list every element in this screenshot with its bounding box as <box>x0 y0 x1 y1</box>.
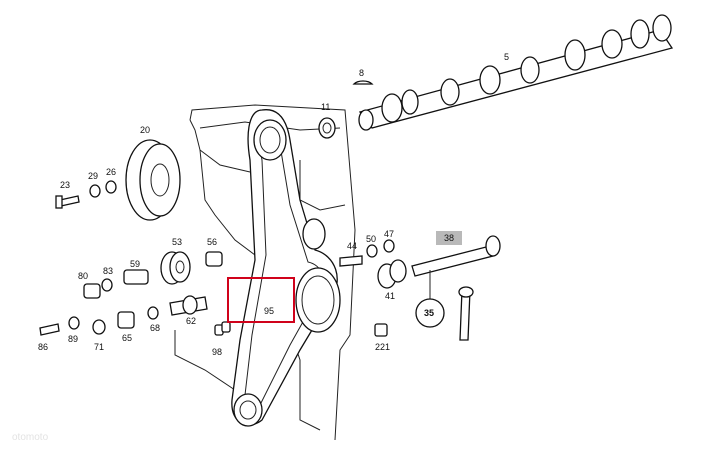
label-23: 23 <box>60 180 70 190</box>
bolt-86 <box>39 323 60 336</box>
label-44: 44 <box>347 241 357 251</box>
label-62: 62 <box>186 316 196 326</box>
camshaft <box>358 14 674 131</box>
label-86: 86 <box>38 342 48 352</box>
label-11: 11 <box>321 102 330 112</box>
callout-35: 35 <box>415 298 445 328</box>
seal-ring <box>318 117 336 139</box>
bolt-221 <box>374 323 388 337</box>
bolt-23 <box>55 195 80 209</box>
idler-sprocket <box>302 218 326 250</box>
label-98: 98 <box>212 347 222 357</box>
label-41: 41 <box>385 291 395 301</box>
label-68: 68 <box>150 323 160 333</box>
label-89: 89 <box>68 334 78 344</box>
label-47: 47 <box>384 229 394 239</box>
label-35: 35 <box>424 308 434 318</box>
ring-71 <box>92 319 106 335</box>
tensioner-wheel <box>295 267 341 333</box>
camshaft-sprocket <box>253 119 287 161</box>
label-95: 95 <box>264 306 274 316</box>
drive-shaft-38 <box>411 235 501 277</box>
bushing-65 <box>117 311 135 329</box>
watermark: otomoto <box>12 432 49 443</box>
label-53: 53 <box>172 237 182 247</box>
label-5: 5 <box>504 52 509 62</box>
housing-41 <box>377 259 407 289</box>
label-38-background <box>436 231 462 245</box>
woodruff-key <box>352 80 374 85</box>
shaft-62 <box>169 295 208 316</box>
washer-89 <box>68 316 80 330</box>
chain-link-98 <box>214 321 231 336</box>
bolt-44 <box>339 255 363 267</box>
label-59: 59 <box>130 259 140 269</box>
washer-47 <box>383 239 395 253</box>
timing-chain <box>231 109 338 426</box>
label-65: 65 <box>122 333 132 343</box>
label-38: 38 <box>444 233 454 243</box>
gear-53 <box>160 251 191 285</box>
label-83: 83 <box>103 266 113 276</box>
highlight-box <box>227 277 295 323</box>
washer-26 <box>105 180 117 194</box>
label-8: 8 <box>359 68 364 78</box>
label-26: 26 <box>106 167 116 177</box>
highlight-95: 95 <box>227 277 295 323</box>
washer-29 <box>89 184 101 198</box>
sleeve-56 <box>205 251 223 267</box>
label-38-box: 38 <box>436 231 462 245</box>
bushing-59 <box>123 269 149 285</box>
label-20: 20 <box>140 125 150 135</box>
label-221: 221 <box>375 342 390 352</box>
washer-83 <box>101 278 113 292</box>
plug-80 <box>83 283 101 299</box>
label-56: 56 <box>207 237 217 247</box>
label-29: 29 <box>88 171 98 181</box>
washer-50 <box>366 244 378 258</box>
crank-sprocket <box>233 393 263 427</box>
washer-68 <box>147 306 159 320</box>
label-80: 80 <box>78 271 88 281</box>
label-71: 71 <box>94 342 104 352</box>
drive-gear-35 <box>458 286 474 341</box>
intermediate-gear <box>125 139 181 221</box>
label-50: 50 <box>366 234 376 244</box>
